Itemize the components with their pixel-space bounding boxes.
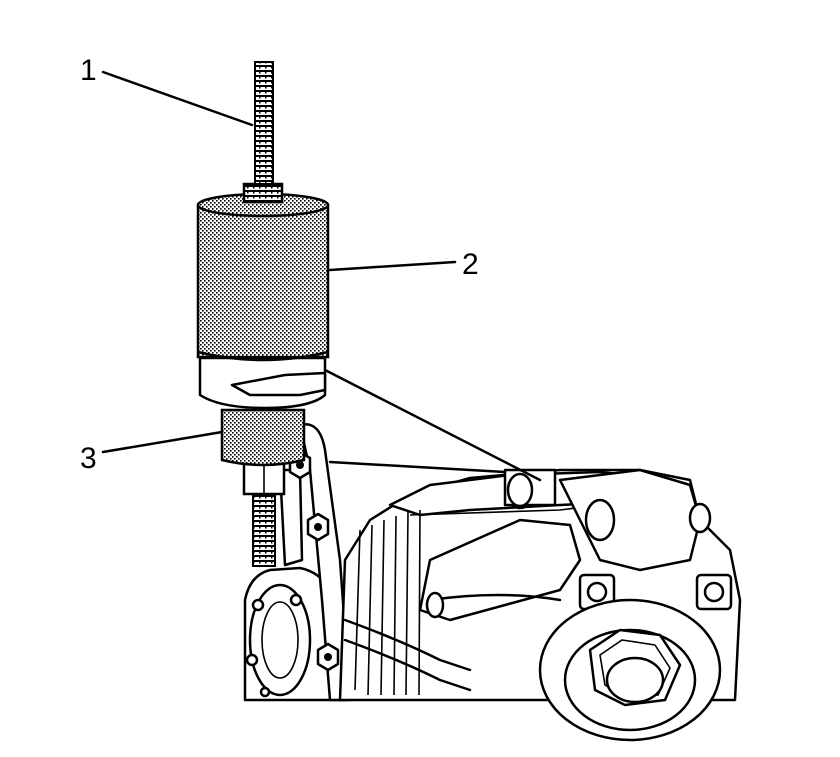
- callout-leaders: [101, 70, 457, 454]
- differential-housing: [243, 368, 742, 742]
- installer-tool: [196, 61, 330, 567]
- adapter-3: [220, 408, 306, 467]
- housing-ribs: [354, 509, 421, 696]
- callout-3: 3: [80, 442, 97, 475]
- bracket-bolt: [306, 512, 330, 542]
- top-nut: [242, 182, 284, 204]
- forcing-screw-1: [254, 61, 274, 185]
- lower-threaded-rod: [252, 487, 276, 567]
- pinion-nut: [538, 598, 722, 742]
- callout-1: 1: [80, 54, 97, 87]
- bracket-bolt: [316, 642, 340, 672]
- callout-2: 2: [462, 248, 479, 281]
- tool-body-2: [196, 192, 330, 362]
